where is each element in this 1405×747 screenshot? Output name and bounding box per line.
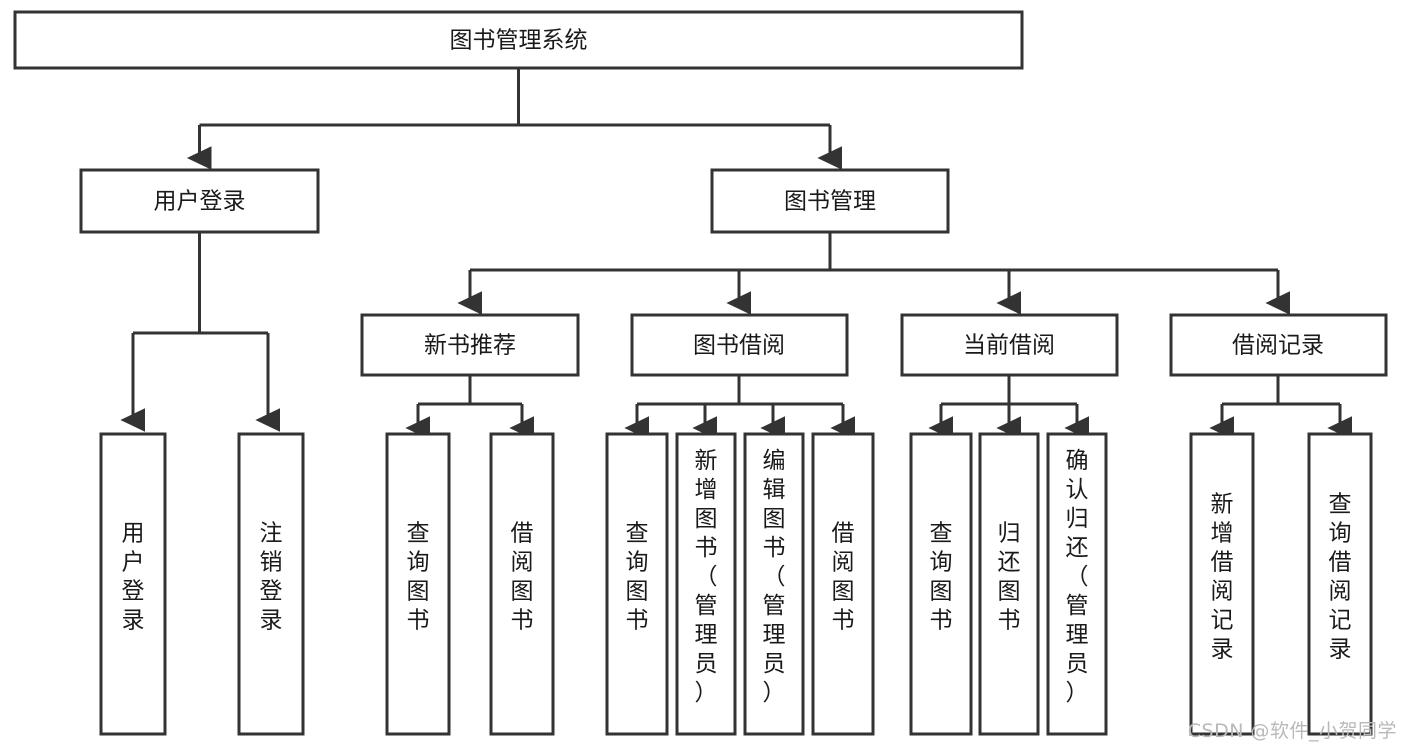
node-current-borrow[interactable]: 当前借阅 <box>900 313 1119 377</box>
node-root[interactable]: 图书管理系统 <box>13 10 1024 70</box>
node-leaf-add-book[interactable]: 新增图书（管理员） <box>675 432 737 736</box>
node-leaf-query-book-1[interactable]: 查询图书 <box>385 432 451 736</box>
node-book-borrow[interactable]: 图书借阅 <box>630 313 849 377</box>
node-leaf-edit-book-label: 编辑图书（管理员） <box>763 448 786 706</box>
node-leaf-add-record-label: 新增借阅记录 <box>1211 492 1234 663</box>
node-leaf-borrow-book-1[interactable]: 借阅图书 <box>489 432 555 736</box>
node-leaf-borrow-book-2-label: 借阅图书 <box>832 521 855 634</box>
node-leaf-return-book-box[interactable] <box>978 432 1040 736</box>
node-book-manage-box[interactable] <box>710 168 950 234</box>
node-user-login-box[interactable] <box>79 168 320 234</box>
node-leaf-query-book-2-box[interactable] <box>605 432 669 736</box>
node-leaf-query-record-box[interactable] <box>1307 432 1373 736</box>
node-leaf-return-book[interactable]: 归还图书 <box>978 432 1040 736</box>
node-leaf-borrow-book-2[interactable]: 借阅图书 <box>811 432 875 736</box>
node-current-borrow-label: 当前借阅 <box>963 333 1055 359</box>
csdn-watermark: CSDN @软件_小贺同学 <box>1187 720 1397 742</box>
node-leaf-confirm-return[interactable]: 确认归还（管理员） <box>1046 432 1108 736</box>
node-user-login[interactable]: 用户登录 <box>79 168 320 234</box>
connector-group-user-login <box>120 232 281 432</box>
node-book-borrow-box[interactable] <box>630 313 849 377</box>
node-leaf-user-login[interactable]: 用户登录 <box>99 432 167 736</box>
node-leaf-logout-login[interactable]: 注销登录 <box>237 432 305 736</box>
node-leaf-query-record[interactable]: 查询借阅记录 <box>1307 432 1373 736</box>
connector-group-borrow-record <box>1209 375 1353 440</box>
node-leaf-return-book-label: 归还图书 <box>998 521 1021 634</box>
node-book-manage[interactable]: 图书管理 <box>710 168 950 234</box>
node-user-login-label: 用户登录 <box>154 189 246 215</box>
node-current-borrow-box[interactable] <box>900 313 1119 377</box>
node-borrow-record-label: 借阅记录 <box>1232 333 1324 359</box>
connector-group-book-manage <box>457 232 1291 315</box>
node-root-label: 图书管理系统 <box>450 28 588 54</box>
node-new-book-rec-label: 新书推荐 <box>424 333 516 359</box>
node-leaf-add-record-box[interactable] <box>1189 432 1255 736</box>
node-leaf-add-book-box[interactable] <box>675 432 737 736</box>
node-new-book-rec[interactable]: 新书推荐 <box>360 313 580 377</box>
node-root-box[interactable] <box>13 10 1024 70</box>
node-leaf-edit-book[interactable]: 编辑图书（管理员） <box>743 432 805 736</box>
node-leaf-query-book-3[interactable]: 查询图书 <box>909 432 973 736</box>
node-leaf-add-record[interactable]: 新增借阅记录 <box>1189 432 1255 736</box>
node-leaf-query-book-3-box[interactable] <box>909 432 973 736</box>
node-leaf-query-book-3-label: 查询图书 <box>930 521 953 634</box>
node-leaf-logout-login-box[interactable] <box>237 432 305 736</box>
node-book-borrow-label: 图书借阅 <box>693 333 785 359</box>
node-leaf-confirm-return-label: 确认归还（管理员） <box>1066 448 1089 706</box>
connector-group-root <box>186 68 843 170</box>
node-leaf-edit-book-box[interactable] <box>743 432 805 736</box>
node-leaf-query-book-1-label: 查询图书 <box>407 521 430 634</box>
node-leaf-logout-login-label: 注销登录 <box>260 521 283 634</box>
node-borrow-record-box[interactable] <box>1169 313 1388 377</box>
node-leaf-query-record-label: 查询借阅记录 <box>1329 492 1352 663</box>
node-leaf-borrow-book-1-label: 借阅图书 <box>511 521 534 634</box>
node-new-book-rec-box[interactable] <box>360 313 580 377</box>
node-borrow-record[interactable]: 借阅记录 <box>1169 313 1388 377</box>
node-leaf-add-book-label: 新增图书（管理员） <box>695 448 718 706</box>
node-leaf-query-book-2-label: 查询图书 <box>626 521 649 634</box>
connector-group-current-borrow <box>928 375 1090 440</box>
node-leaf-user-login-label: 用户登录 <box>122 521 145 634</box>
node-leaf-query-book-2[interactable]: 查询图书 <box>605 432 669 736</box>
node-leaf-user-login-box[interactable] <box>99 432 167 736</box>
node-book-manage-label: 图书管理 <box>784 189 876 215</box>
node-leaf-borrow-book-1-box[interactable] <box>489 432 555 736</box>
node-leaf-borrow-book-2-box[interactable] <box>811 432 875 736</box>
node-leaf-confirm-return-box[interactable] <box>1046 432 1108 736</box>
node-leaf-query-book-1-box[interactable] <box>385 432 451 736</box>
connector-group-book-borrow <box>624 375 856 440</box>
connector-group-new-book-rec <box>405 375 535 440</box>
